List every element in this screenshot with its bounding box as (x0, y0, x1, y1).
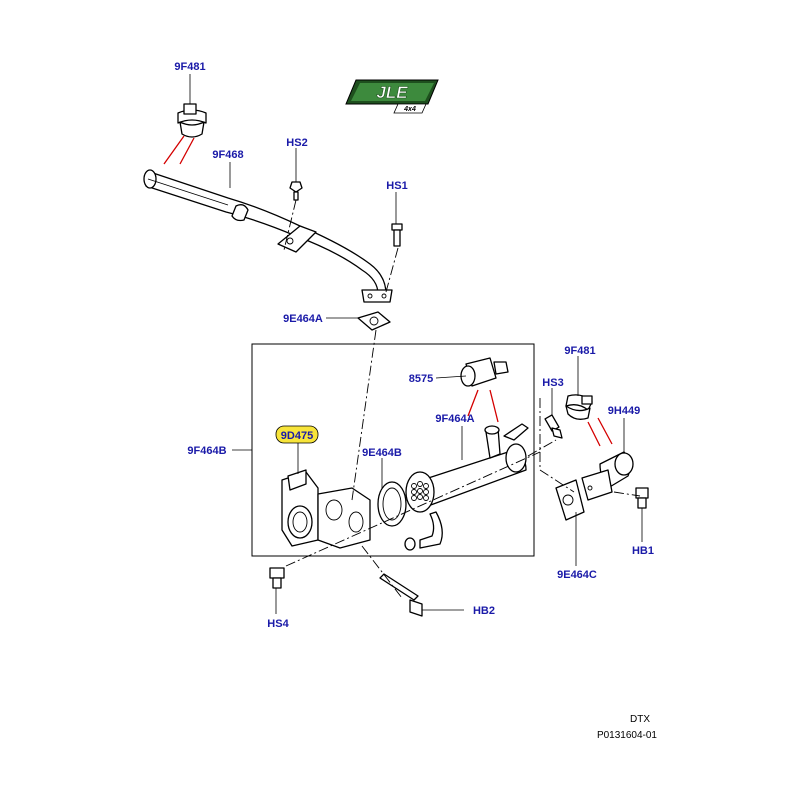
jle-logo: JLE 4x4 (345, 79, 439, 114)
label-9d475: 9D475 (281, 430, 313, 442)
label-9f464a: 9F464A (435, 413, 474, 425)
gasket-9e464a (357, 311, 391, 331)
label-hs4: HS4 (267, 618, 289, 630)
bolt-hs4 (269, 567, 285, 589)
label-9e464b: 9E464B (362, 447, 402, 459)
label-9f468: 9F468 (212, 149, 243, 161)
bolt-hb2 (379, 573, 423, 617)
logo-subtext: 4x4 (403, 106, 416, 113)
label-hb2: HB2 (473, 605, 495, 617)
label-9h449: 9H449 (608, 405, 640, 417)
label-hs2: HS2 (286, 137, 307, 149)
outlet-elbow-9h449 (581, 451, 634, 501)
label-9d475-highlight (275, 425, 319, 444)
logo-text: JLE (376, 83, 408, 102)
bolt-hs3 (544, 414, 563, 439)
gasket-9e464c (555, 479, 585, 521)
label-9f481-right: 9F481 (564, 345, 595, 357)
egr-pipe (143, 169, 393, 303)
label-9e464a-gasket: 9E464A (283, 313, 323, 325)
hose-clip-right (565, 394, 593, 420)
bolt-hs1 (391, 223, 403, 247)
label-9f464b: 9F464B (187, 445, 226, 457)
label-9e464c: 9E464C (557, 569, 597, 581)
thermostat-8575 (460, 357, 509, 387)
footer-code: DTX (630, 714, 650, 725)
gasket-9e464b (377, 481, 407, 527)
label-hb1: HB1 (632, 545, 654, 557)
label-hs3: HS3 (542, 377, 563, 389)
egr-valve (281, 469, 371, 549)
hose-clip-top (177, 103, 207, 138)
footer-ref: P0131604-01 (597, 730, 657, 741)
bolt-hs2 (289, 181, 303, 201)
label-9f481-top: 9F481 (174, 61, 205, 73)
label-hs1: HS1 (386, 180, 407, 192)
label-8575: 8575 (409, 373, 433, 385)
bolt-hb1 (635, 487, 649, 509)
egr-cooler (404, 423, 529, 551)
